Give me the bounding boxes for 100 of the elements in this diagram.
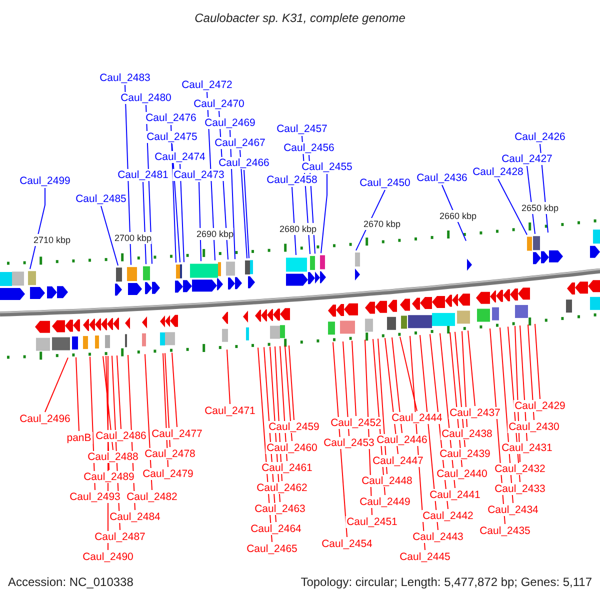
leader-line [100,206,118,266]
leader-line [468,330,476,406]
gene-label: Caul_2458 [266,174,318,186]
gene-label: Caul_2439 [438,448,492,460]
leader-line [44,357,68,412]
gene-label: Caul_2486 [94,430,148,442]
gene-label: Caul_2477 [150,428,204,440]
gene-label: Caul_2448 [360,475,414,487]
gene-label: Caul_2490 [82,551,134,563]
gene-label: Caul_2434 [486,504,540,516]
gene-label: Caul_2484 [108,511,162,523]
gene-label: Caul_2463 [254,503,306,515]
scale-label: 2680 kbp [279,223,317,235]
leader-line [172,352,178,428]
gene-label: Caul_2426 [514,131,566,143]
scale-label: 2700 kbp [114,232,152,244]
leader-line [462,330,468,428]
gene-label: Caul_2436 [416,172,468,184]
gene-label: Caul_2428 [472,166,524,178]
gene-label: Caul_2478 [144,448,196,460]
gene-label: Caul_2454 [320,538,374,550]
gene-label: Caul_2429 [514,400,566,412]
leader-line [534,323,540,400]
gene-label: Caul_2471 [204,405,256,417]
gene-label: Caul_2469 [204,117,256,129]
gene-label: Caul_2482 [126,491,178,503]
gene-label: Caul_2465 [246,543,298,555]
leader-line [244,170,250,259]
gene-label: Caul_2432 [494,463,546,475]
gene-label: Caul_2472 [180,79,234,91]
gene-label: Caul_2443 [412,531,464,543]
scale-label: 2650 kbp [521,202,559,214]
gene-label: Caul_2473 [172,169,226,181]
gene-label: Caul_2464 [250,523,302,535]
gene-label: Caul_2480 [120,92,172,104]
gene-label: Caul_2445 [398,551,452,563]
leader-line [240,150,248,259]
gene-label: Caul_2444 [390,412,444,424]
gene-label: Caul_2474 [154,151,206,163]
gene-label: Caul_2488 [86,451,140,463]
gene-label: Caul_2446 [376,434,428,446]
leader-line [116,355,122,430]
gene-label: Caul_2493 [68,491,122,503]
gene-label: Caul_2499 [18,175,72,187]
gene-label: Caul_2461 [260,462,314,474]
gene-label: Caul_2456 [282,142,336,154]
genome-summary-text: Topology: circular; Length: 5,477,872 bp; Genes: 5,117 [300,576,592,588]
accession-text: Accession: NC_010338 [8,576,134,588]
gene-label: Caul_2467 [214,137,266,149]
gene-label: Caul_2451 [346,516,398,528]
gene-label: Caul_2475 [146,131,198,143]
leader-line [288,344,294,420]
gene-label: Caul_2481 [116,169,170,181]
leader-line [164,352,170,448]
gene-label: Caul_2479 [142,468,194,480]
scale-label: 2690 kbp [196,228,234,240]
leader-line [352,340,356,416]
gene-label: Caul_2455 [300,161,354,173]
map-title: Caulobacter sp. K31, complete genome [194,12,406,24]
scale-label: 2670 kbp [363,218,401,230]
gene-label: panB [66,432,92,444]
gene-label: Caul_2442 [422,510,474,522]
gene-label: Caul_2433 [494,483,546,495]
leader-line [76,356,80,432]
gene-label: Caul_2440 [436,468,488,480]
leader-line [498,178,528,236]
gene-label: Caul_2496 [18,413,72,425]
leader-line [102,356,114,450]
gene-label: Caul_2489 [82,471,136,483]
gene-label: Caul_2485 [74,193,128,205]
leader-line [284,345,292,442]
leader-line [400,336,418,412]
gene-label: Caul_2450 [358,177,412,189]
leader-line [392,336,402,434]
gene-label: Caul_2449 [358,496,412,508]
gene-label: Caul_2427 [500,153,554,165]
gene-label: Caul_2466 [218,157,270,169]
gene-label: Caul_2441 [428,489,482,501]
scale-label: 2660 kbp [439,210,477,222]
gene-label: Caul_2483 [98,72,152,84]
gene-label: Caul_2435 [478,525,532,537]
gene-label: Caul_2452 [330,417,382,429]
gene-label: Caul_2459 [268,421,320,433]
gene-label: Caul_2460 [266,442,318,454]
gene-label: Caul_2437 [448,407,502,419]
gene-label: Caul_2447 [372,455,424,467]
gene-label: Caul_2487 [94,531,146,543]
gene-label: Caul_2431 [500,442,554,454]
leader-line [320,174,328,254]
gene-label: Caul_2453 [322,437,376,449]
gene-label: Caul_2457 [276,123,328,135]
leader-line [226,349,230,404]
leader-line [180,164,184,263]
gene-label: Caul_2438 [440,428,494,440]
gene-label: Caul_2462 [256,482,308,494]
leader-line [342,340,350,436]
gene-label: Caul_2476 [144,112,198,124]
scale-label: 2710 kbp [33,234,71,246]
leader-line [528,324,534,420]
gene-label: Caul_2470 [192,98,246,110]
